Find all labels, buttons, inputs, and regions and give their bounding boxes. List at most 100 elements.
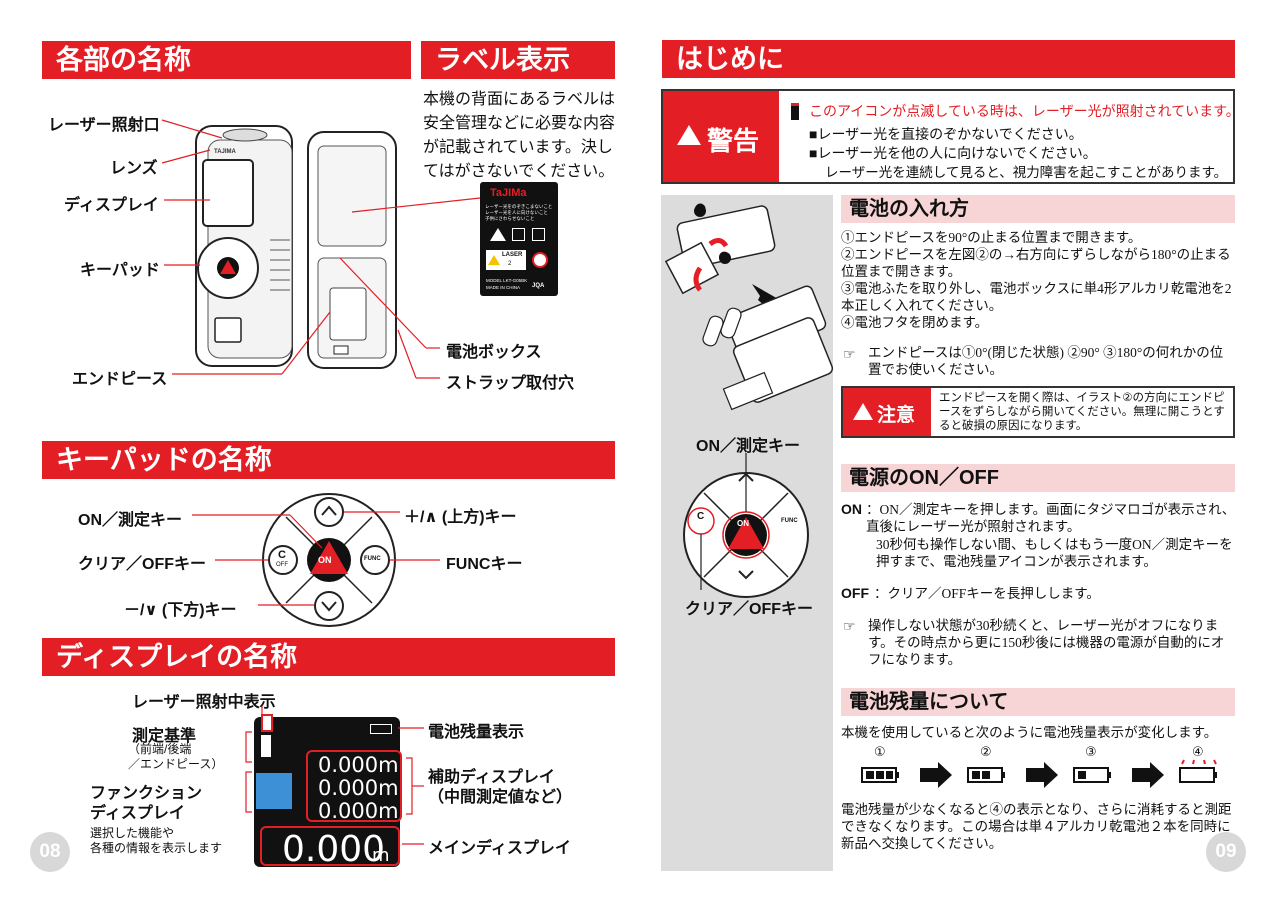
function-display-box [256,773,292,809]
step-mark-2: ❷ [718,249,731,265]
battery-install-title: 電池の入れ方 [841,195,1235,223]
label-up-key: ＋/∧ (上方)キー [404,509,517,526]
laser-port [222,128,268,142]
illus-key-func: FUNC [781,518,798,524]
header-keypad: キーパッドの名称 [42,441,615,479]
label-display: ディスプレイ [64,197,159,214]
recycle-icon [532,228,545,241]
power-title: 電源のON／OFF [841,464,1235,492]
power-on-text2: 30秒何も操作しない間、もしくはもう一度ON／測定キーを押すまで、電池残量アイコ… [876,537,1233,569]
page-number-right: 09 [1206,832,1246,872]
main-display-frame [260,826,400,866]
key-off: OFF [276,562,288,568]
reference-icon [261,735,271,757]
power-off-text: ：クリア／OFFキーを長押しします。 [874,586,1100,601]
aux-display-frame [306,750,402,822]
aux-value-2: 0.000m [318,776,399,800]
label-clear-key: クリア／OFFキー [78,556,206,573]
warning-item-2: ■レーザー光を他の人に向けないでください。 [809,145,1097,161]
header-parts: 各部の名称 [42,41,411,79]
install-step-2: ②エンドピースを左図②の→右方向にずらしながら180°の止まる位置まで開きます。 [841,247,1231,279]
power-off-label: OFF [841,585,869,601]
illus-key-c: C [697,511,705,522]
install-step-3: ③電池ふたを取り外し、電池ボックスに単4形アルカリ乾電池を2本正しく入れてくださ… [841,281,1232,313]
label-reference-sub: （前端/後端 ／エンドピース） [128,742,224,771]
battery-icon [370,724,392,734]
caution-title-block: 注意 [843,388,931,436]
header-label: ラベル表示 [421,41,615,79]
laser-on-icon [261,714,273,732]
arrow-icon [920,762,952,788]
warning-icon [677,125,701,145]
side-label-clear-key: クリア／OFFキー [685,601,813,618]
battery-level-4-num: ④ [1192,744,1204,759]
label-strap-hole: ストラップ取付穴 [446,375,575,392]
warning-blink-text: このアイコンが点滅している時は、レーザー光が照射されています。 [809,103,1240,119]
laser-warning-icon [488,255,500,265]
key-c[interactable]: C [278,549,286,561]
laser-blink-icon [791,103,799,120]
header-display: ディスプレイの名称 [42,638,615,676]
label-description: 本機の背面にあるラベルは安全管理などに必要な内容が記載されています。決してはがさ… [423,91,616,180]
step-mark-1: ❶ [694,201,707,217]
header-intro: はじめに [662,40,1235,78]
warning-title-block: 警告 [663,91,779,182]
battery-level-title: 電池残量について [841,688,1235,716]
caution-box: 注意 エンドピースを開く際は、イラスト②の方向にエンドピースをずらしながら開いて… [841,386,1235,438]
no-entry-icon [532,252,548,268]
warning-triangle-icon [490,228,506,241]
warning-note: レーザー光を連続して見ると、視力障害を起こすことがあります。 [825,165,1228,180]
label-model: MODEL LKT-G05BK [486,278,528,283]
tip-icon: ☞ [843,346,856,362]
caution-icon [853,403,873,420]
battery-full-icon [861,767,899,783]
label-on-key: ON／測定キー [78,512,183,529]
power-tip-icon: ☞ [843,618,856,634]
install-step-1: ①エンドピースを90°の止まる位置まで開きます。 [841,230,1142,245]
laser-class: 2 [508,261,512,267]
power-on-text: ：ON／測定キーを押します。画面にタジマロゴが表示され、直後にレーザー光が照射さ… [866,502,1236,534]
label-keypad: キーパッド [80,262,160,279]
battery-level-2-num: ② [980,744,992,759]
battery-level-3-num: ③ [1085,744,1097,759]
battery-level-intro: 本機を使用していると次のように電池残量表示が変化します。 [841,725,1218,740]
no-look-icon [512,228,525,241]
side-label-on-key: ON／測定キー [696,438,801,455]
warning-title: 警告 [707,126,760,156]
install-step-4: ④電池フタを閉めます。 [841,315,989,330]
battery-level-1-num: ① [874,744,886,759]
key-func[interactable]: FUNC [364,556,381,562]
label-function-sub: 選択した機能や 各種の情報を表示します [90,826,223,855]
label-func-key: FUNCキー [446,556,523,573]
display-screen: 0.000m 0.000m 0.000m 0.000 m [254,714,400,870]
battery-two-thirds-icon [967,767,1005,783]
label-function-display: ファンクション ディスプレイ [90,785,203,822]
warning-box: 警告 このアイコンが点滅している時は、レーザー光が照射されています。 ■レーザー… [661,89,1240,184]
power-on-label: ON [841,501,862,517]
caution-text: エンドピースを開く際は、イラスト②の方向にエンドピースをずらしながら開いてくださ… [939,392,1225,432]
aux-value-1: 0.000m [318,753,399,777]
laser-text: LASER [502,252,523,258]
label-end-piece: エンドピース [72,371,168,388]
key-on[interactable]: ON [318,555,332,565]
label-reference: 測定基準 [132,728,197,745]
main-unit: m [372,845,390,866]
label-battery-box: 電池ボックス [446,344,542,361]
device-screen [202,159,254,227]
main-value: 0.000 [282,829,386,870]
label-down-key: －/∨ (下方)キー [124,602,237,619]
label-brand: TaJIMa [490,187,527,199]
caution-title: 注意 [877,405,916,426]
label-made-in: MADE IN CHINA [486,285,521,290]
label-battery: 電池残量表示 [428,724,525,741]
label-lens: レンズ [110,160,158,177]
label-laser-indicator: レーザー照射中表示 [132,694,276,711]
label-lines: レーザー光をのぞきこまないこと レーザー光を人に向けないこと 子供にさわらせない… [485,204,553,221]
warning-item-1: ■レーザー光を直接のぞかないでください。 [809,126,1083,142]
label-jqa: JQA [532,283,545,289]
label-main-display: メインディスプレイ [428,840,571,857]
